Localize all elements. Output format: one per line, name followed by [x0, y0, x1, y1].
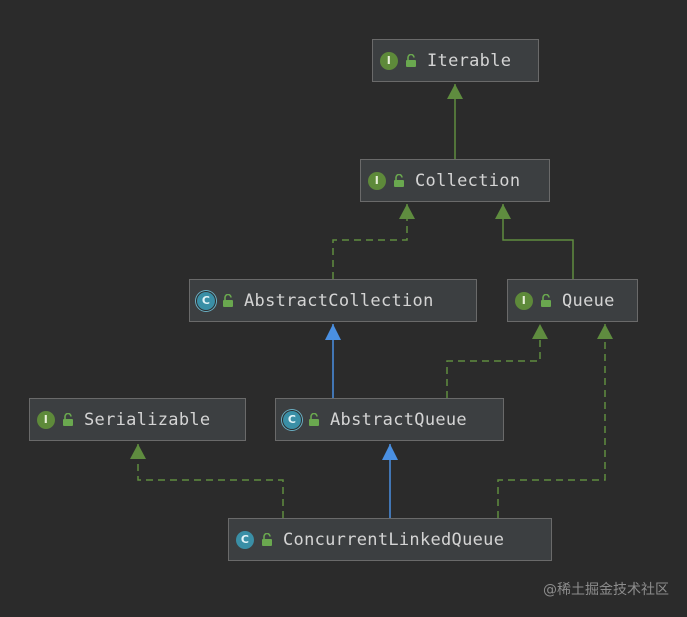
watermark: @稀土掘金技术社区 [543, 582, 669, 598]
node-label: AbstractCollection [244, 290, 434, 311]
arrowhead-collection-left [399, 204, 415, 219]
abstract-class-icon: C [283, 410, 301, 429]
unlocked-padlock-icon [223, 293, 233, 307]
abstract-class-icon: C [197, 291, 215, 310]
node-label: Collection [415, 170, 521, 191]
node-label: ConcurrentLinkedQueue [283, 529, 505, 550]
class-icon: C [236, 530, 254, 549]
interface-icon: I [515, 291, 533, 310]
node-collection[interactable]: I Collection [360, 159, 550, 202]
arrowhead-collection-right [495, 204, 511, 219]
node-concurrent-linked-queue[interactable]: C ConcurrentLinkedQueue [228, 518, 552, 561]
unlocked-padlock-icon [406, 53, 416, 67]
unlocked-padlock-icon [541, 293, 551, 307]
node-iterable[interactable]: I Iterable [372, 39, 539, 82]
edge-clq-serializable [137, 444, 284, 518]
interface-icon: I [368, 171, 386, 190]
unlocked-padlock-icon [262, 532, 272, 546]
arrowhead-iterable [447, 84, 463, 99]
arrowhead-serializable [130, 444, 146, 459]
edge-abstractcollection-collection [332, 204, 408, 279]
interface-icon: I [380, 51, 398, 70]
unlocked-padlock-icon [63, 412, 73, 426]
node-label: Serializable [84, 409, 211, 430]
edge-clq-queue [497, 324, 606, 518]
arrowhead-queue-left [532, 324, 548, 339]
node-label: Queue [562, 290, 615, 311]
node-serializable[interactable]: I Serializable [29, 398, 246, 441]
edge-queue-collection [502, 204, 574, 279]
arrowhead-queue-right [597, 324, 613, 339]
unlocked-padlock-icon [309, 412, 319, 426]
node-label: AbstractQueue [330, 409, 467, 430]
node-abstract-queue[interactable]: C AbstractQueue [275, 398, 504, 441]
edge-abstractqueue-queue [446, 324, 541, 398]
node-label: Iterable [427, 50, 512, 71]
arrowhead-abstractcollection [325, 324, 341, 340]
node-queue[interactable]: I Queue [507, 279, 638, 322]
arrowhead-abstractqueue [382, 444, 398, 460]
unlocked-padlock-icon [394, 173, 404, 187]
node-abstract-collection[interactable]: C AbstractCollection [189, 279, 477, 322]
interface-icon: I [37, 410, 55, 429]
